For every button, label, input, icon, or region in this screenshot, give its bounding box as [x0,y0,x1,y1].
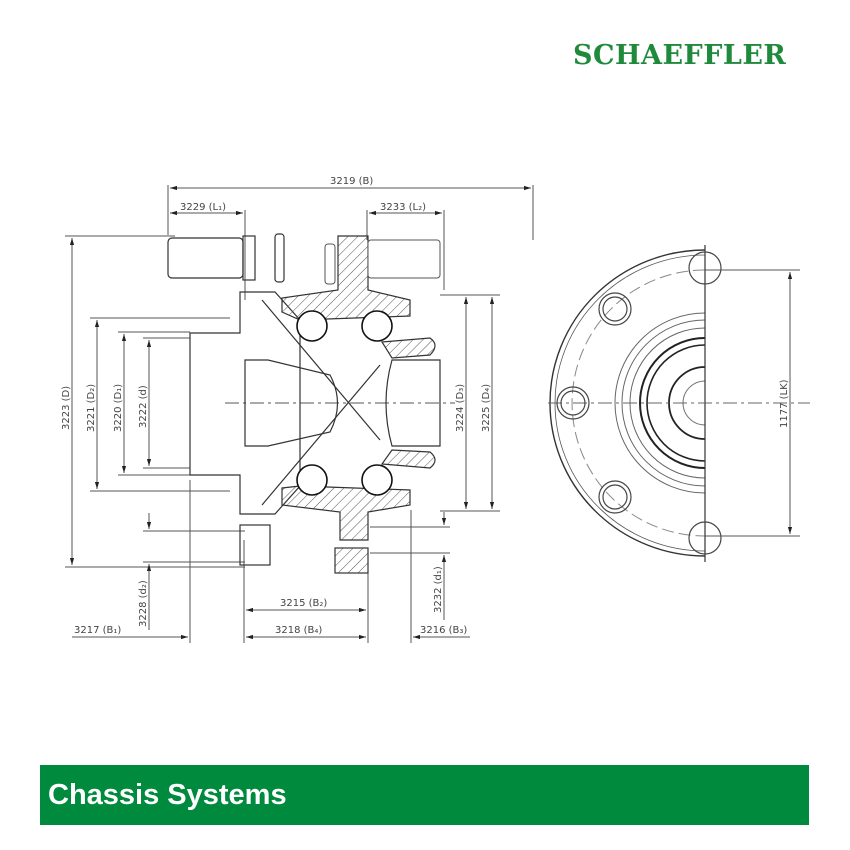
dim-hole-d2: 3228 (d₂) [138,580,149,627]
dim-bore-d: 3222 (d) [138,385,149,428]
dim-width-b4: 3218 (B₄) [275,625,322,636]
schaeffler-logo: SCHAEFFLER [573,40,787,71]
dim-hole-d1: 3232 (d₁) [433,566,444,613]
dim-overall-width: 3219 (B) [330,176,373,187]
dim-width-b3: 3216 (B₃) [420,625,467,636]
dim-width-b1: 3217 (B₁) [74,625,121,636]
dim-flange-d2: 3221 (D₂) [86,384,97,432]
dim-bolt-circle: 1177 (LK) [779,379,790,428]
dim-width-b2: 3215 (B₂) [280,598,327,609]
bearing-technical-drawing: 3219 (B) 3229 (L₁) 3233 (L₂) 3223 (D) 32… [61,176,810,643]
dim-outer-diameter: 3223 (D) [61,386,72,430]
footer-title: Chassis Systems [48,778,287,811]
dim-pilot-d1: 3220 (D₁) [113,384,124,432]
dim-outer-ring-d4: 3225 (D₄) [481,384,492,432]
dim-stud-length-left: 3229 (L₁) [180,202,226,213]
footer-banner: Chassis Systems [40,765,809,825]
dim-outer-ring-d3: 3224 (D₃) [455,384,466,432]
dim-stud-length-right: 3233 (L₂) [380,202,426,213]
